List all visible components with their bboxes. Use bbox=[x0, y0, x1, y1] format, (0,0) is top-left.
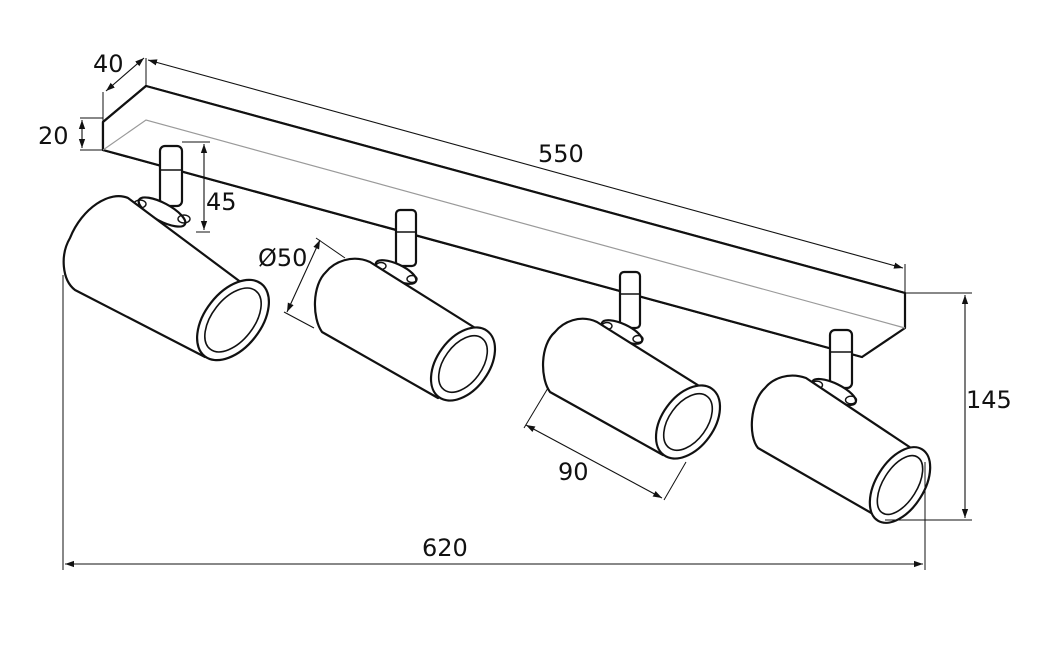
dimension-mount-height: 45 bbox=[182, 141, 237, 233]
dimension-total-width: 620 bbox=[62, 275, 926, 570]
dimension-head-length: 90 bbox=[523, 387, 687, 501]
spotlight-head-4 bbox=[750, 328, 932, 524]
dimension-total-height: 145 bbox=[885, 292, 1012, 521]
label-mount-height: 45 bbox=[206, 188, 237, 216]
label-head-length: 90 bbox=[558, 458, 589, 486]
dimension-bar-height: 20 bbox=[38, 117, 103, 151]
label-bar-height: 20 bbox=[38, 122, 69, 150]
label-bar-length: 550 bbox=[538, 140, 584, 168]
label-bar-depth: 40 bbox=[93, 50, 124, 78]
dimension-diameter: Ø50 bbox=[258, 237, 346, 329]
label-total-width: 620 bbox=[422, 534, 468, 562]
spotlight-head-3 bbox=[541, 270, 722, 460]
label-diameter: Ø50 bbox=[258, 244, 307, 272]
label-total-height: 145 bbox=[966, 386, 1012, 414]
dimension-bar-length: 550 bbox=[145, 58, 906, 293]
